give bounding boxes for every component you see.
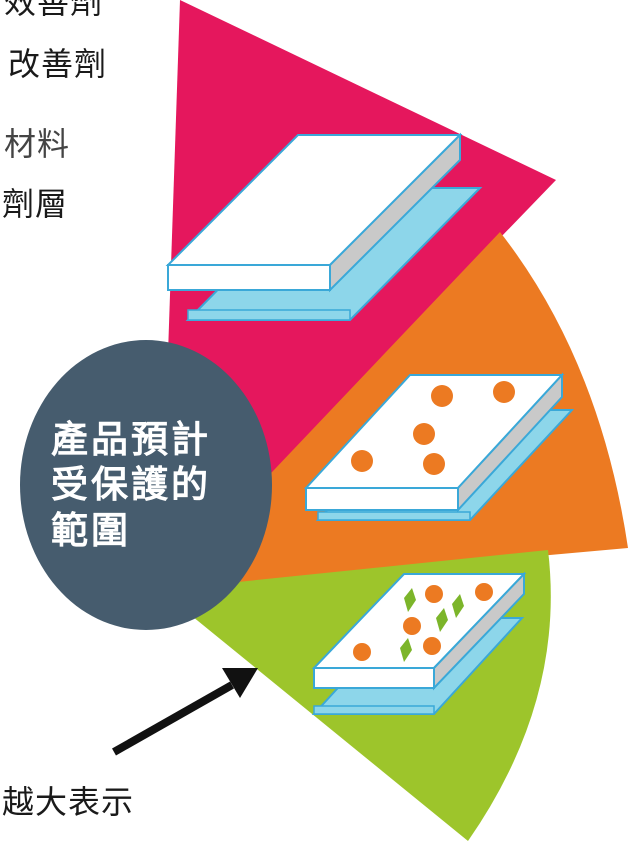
- protection-range-bubble: 產品預計 受保護的 範圍: [20, 340, 272, 630]
- dotted-diamond-sheet-stack: [311, 571, 527, 715]
- label-line-4: 劑層: [2, 185, 69, 223]
- plain-sheet-stack: [165, 132, 483, 321]
- label-line-1: 效善劑: [4, 0, 104, 21]
- bubble-line-2: 受保護的: [51, 463, 211, 507]
- bottom-label: 越大表示: [2, 783, 135, 821]
- bubble-line-1: 產品預計: [51, 418, 211, 462]
- label-line-2: 改善劑: [8, 45, 108, 83]
- bubble-line-3: 範圍: [51, 508, 131, 552]
- dotted-sheet-stack: [303, 372, 575, 521]
- label-line-3: 材料: [4, 125, 71, 163]
- pointer-arrow: [112, 668, 258, 756]
